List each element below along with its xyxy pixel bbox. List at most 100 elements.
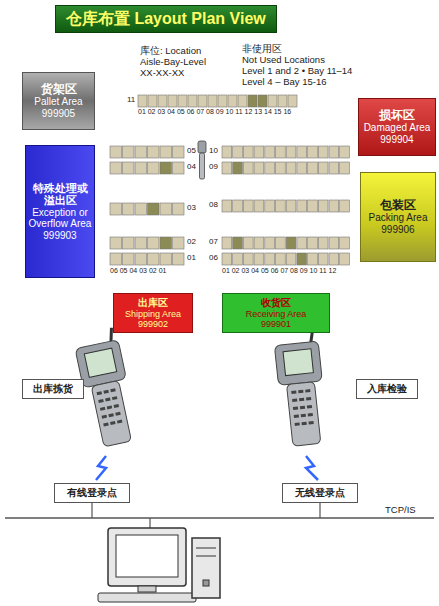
overflow-area: 特殊处理或溢出区Exception or Overflow Area999903 — [25, 145, 95, 278]
bus-drop — [319, 501, 320, 518]
pallet-area: 货架区Pallet Area999905 — [22, 72, 95, 130]
rack-cell — [329, 200, 339, 212]
rack-cell — [297, 253, 307, 265]
area-name: 收货区 — [261, 297, 291, 309]
rack-cell — [123, 146, 135, 158]
bus-drop — [149, 518, 150, 528]
rack-cell — [276, 162, 286, 174]
rack-cell — [308, 237, 318, 249]
rack-cell — [135, 237, 147, 249]
rack-cell — [135, 146, 147, 158]
rack-cell — [297, 146, 307, 158]
rack-cell — [254, 237, 264, 249]
rack-cell — [268, 95, 277, 107]
rack-cell — [135, 253, 147, 265]
rack-cell — [148, 237, 160, 249]
title-banner: 仓库布置 Layout Plan View — [55, 5, 277, 33]
rack-cell — [222, 162, 232, 174]
row-number: 05 — [187, 147, 196, 156]
bay-numbers: 01 02 03 04 05 06 07 08 09 10 11 12 — [222, 267, 336, 275]
receiving-area: 收货区Receiving Area999901 — [222, 293, 330, 333]
row-number: 11 — [127, 96, 135, 105]
rack-cell — [188, 95, 197, 107]
rack-cell — [173, 203, 185, 215]
rack-cell — [168, 95, 177, 107]
shipping-area: 出库区Shipping Area999902 — [113, 293, 193, 333]
network-label: TCP/IS — [385, 505, 416, 515]
rack-cell — [329, 237, 339, 249]
rack-cell — [297, 200, 307, 212]
rack-cell — [160, 162, 172, 174]
rack-cell — [222, 237, 232, 249]
rack-cell — [318, 237, 328, 249]
rack-cell — [160, 253, 172, 265]
legend-note: Not Used Locations — [242, 55, 325, 65]
rack-cell — [110, 146, 122, 158]
rack-cell — [308, 162, 318, 174]
area-name: 出库区 — [138, 297, 168, 309]
area-name-en: Damaged Area — [364, 122, 431, 134]
rack-cell — [318, 200, 328, 212]
rack-cell — [123, 237, 135, 249]
area-code: 999906 — [381, 224, 414, 236]
area-code: 999902 — [138, 319, 168, 329]
row-number: 03 — [187, 204, 196, 213]
legend-note: 库位: Location — [140, 46, 201, 56]
legend-note: Level 4 – Bay 15-16 — [242, 77, 327, 87]
area-name: 特殊处理或溢出区 — [28, 182, 92, 207]
computer — [98, 528, 220, 602]
rack-cell — [178, 95, 187, 107]
rack-cell — [138, 95, 147, 107]
rack-cell — [329, 162, 339, 174]
rack-cell — [265, 237, 275, 249]
row-number: 10 — [209, 147, 218, 156]
rack-cell — [297, 237, 307, 249]
rack-cell — [308, 146, 318, 158]
wireless-bolt — [96, 456, 106, 480]
title: 仓库布置 Layout Plan View — [66, 9, 266, 30]
rack-cell — [340, 162, 350, 174]
row-number: 06 — [209, 254, 218, 263]
rack-cell — [276, 146, 286, 158]
rack-cell — [148, 162, 160, 174]
rack-cell — [135, 162, 147, 174]
area-name: 货架区 — [41, 83, 77, 97]
row-number: 02 — [187, 238, 196, 247]
process-label: 入库检验 — [356, 379, 418, 399]
rack-cell — [110, 237, 122, 249]
rack-cell — [329, 146, 339, 158]
rack-cell — [265, 200, 275, 212]
rack-cell — [243, 237, 253, 249]
rack-cell — [160, 237, 172, 249]
rack-cell — [318, 146, 328, 158]
row-number: 09 — [209, 163, 218, 172]
rack-cell — [265, 162, 275, 174]
network-bus — [5, 517, 434, 519]
rack-cell — [276, 253, 286, 265]
rack-cell — [110, 162, 122, 174]
rack-cell — [286, 253, 296, 265]
rack-cell — [286, 146, 296, 158]
rack-cell — [308, 200, 318, 212]
area-code: 999903 — [43, 230, 76, 242]
area-name-en: Exception or Overflow Area — [28, 207, 92, 230]
login-point: 无线登录点 — [282, 483, 358, 503]
rack-cell — [243, 253, 253, 265]
rack-cell — [123, 253, 135, 265]
rack-cell — [173, 162, 185, 174]
rack-cell — [222, 146, 232, 158]
rack-cell — [276, 237, 286, 249]
rack-cell — [254, 146, 264, 158]
area-name: 入库检验 — [367, 383, 407, 395]
rack-cell — [258, 95, 267, 107]
bay-numbers: 01 02 03 04 05 06 07 08 09 10 11 12 13 1… — [138, 108, 291, 116]
row-number: 07 — [209, 238, 218, 247]
rack-cell — [286, 162, 296, 174]
rack-cell — [123, 203, 135, 215]
row-number: 08 — [209, 201, 218, 210]
rack-cell — [198, 95, 207, 107]
small-scanner — [198, 141, 206, 179]
rack-cell — [148, 146, 160, 158]
rack-cell — [222, 200, 232, 212]
damaged-area: 损坏区Damaged Area999904 — [358, 98, 436, 156]
